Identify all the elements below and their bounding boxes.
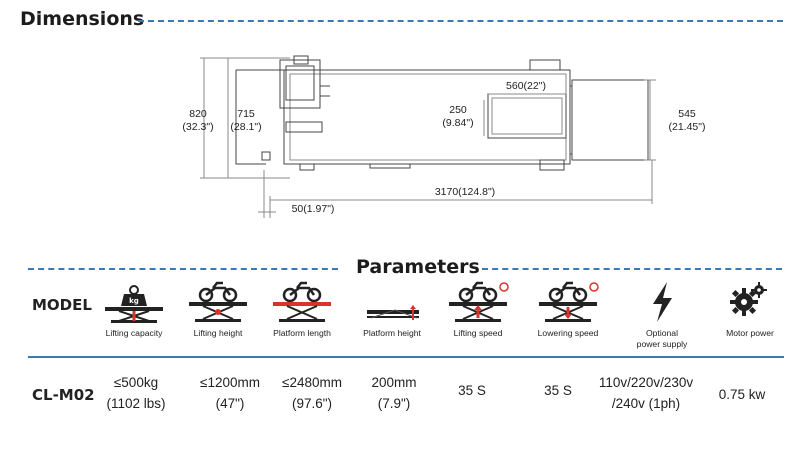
param-label: Motor power — [726, 328, 774, 338]
param-lowering-speed: Lowering speed — [522, 280, 614, 339]
weight-lift-icon: kg — [105, 285, 163, 323]
parameters-title: Parameters — [356, 256, 480, 278]
motorcycle-lift-height-icon — [189, 281, 247, 322]
dim-820: 820 (32.3") — [182, 108, 214, 133]
dimensions-title: Dimensions — [20, 8, 145, 30]
param-lifting-capacity: kg Lifting capacity — [88, 280, 180, 339]
lowering-speed-icon — [539, 281, 599, 322]
lifting-speed-icon — [449, 281, 509, 322]
value-lowering-speed: 35 S — [544, 383, 572, 398]
model-header: MODEL — [32, 296, 92, 314]
dim-560: 560(22") — [506, 80, 546, 92]
value-motor-power: 0.75 kw — [718, 387, 766, 402]
parameters-divider-right — [482, 268, 782, 270]
motorcycle-platform-length-icon — [273, 281, 331, 322]
dimension-drawing — [200, 55, 656, 218]
value-platform-length: ≤2480mm (97.6") — [282, 375, 342, 411]
dim-3170: 3170(124.8") — [434, 186, 496, 198]
param-label: Lifting speed — [453, 328, 503, 338]
lightning-bolt-icon — [653, 282, 672, 322]
param-platform-height: Platform height — [346, 280, 438, 339]
value-power-supply: 110v/220v/230v /240v (1ph) — [598, 375, 694, 411]
param-motor-power: Motor power — [704, 280, 796, 339]
model-name: CL-M02 — [32, 386, 95, 404]
parameters-divider-left — [28, 268, 338, 270]
svg-text:kg: kg — [129, 297, 139, 305]
param-lifting-height: Lifting height — [172, 280, 264, 339]
dim-715: 715 (28.1") — [230, 108, 262, 133]
param-label: Lifting height — [193, 328, 243, 338]
value-lifting-capacity: ≤500kg (1102 lbs) — [106, 375, 166, 411]
dim-250: 250 (9.84") — [442, 104, 474, 129]
parameters-table-divider — [28, 356, 784, 358]
param-power-supply: Optional power supply — [616, 280, 708, 350]
dimensions-divider — [138, 20, 783, 22]
dim-50: 50(1.97") — [291, 203, 335, 215]
param-label: Platform height — [363, 328, 421, 338]
gears-icon — [730, 282, 767, 316]
param-lifting-speed: Lifting speed — [432, 280, 524, 339]
value-lifting-height: ≤1200mm (47") — [200, 375, 260, 411]
param-label: Optional power supply — [636, 328, 688, 349]
param-platform-length: Platform length — [256, 280, 348, 339]
dim-545: 545 (21.45") — [668, 108, 706, 133]
param-label: Lifting capacity — [105, 328, 163, 338]
param-label: Platform length — [273, 328, 331, 338]
param-label: Lowering speed — [537, 328, 599, 338]
value-platform-height: 200mm (7.9") — [371, 375, 417, 411]
value-lifting-speed: 35 S — [458, 383, 486, 398]
platform-height-icon — [367, 305, 419, 320]
